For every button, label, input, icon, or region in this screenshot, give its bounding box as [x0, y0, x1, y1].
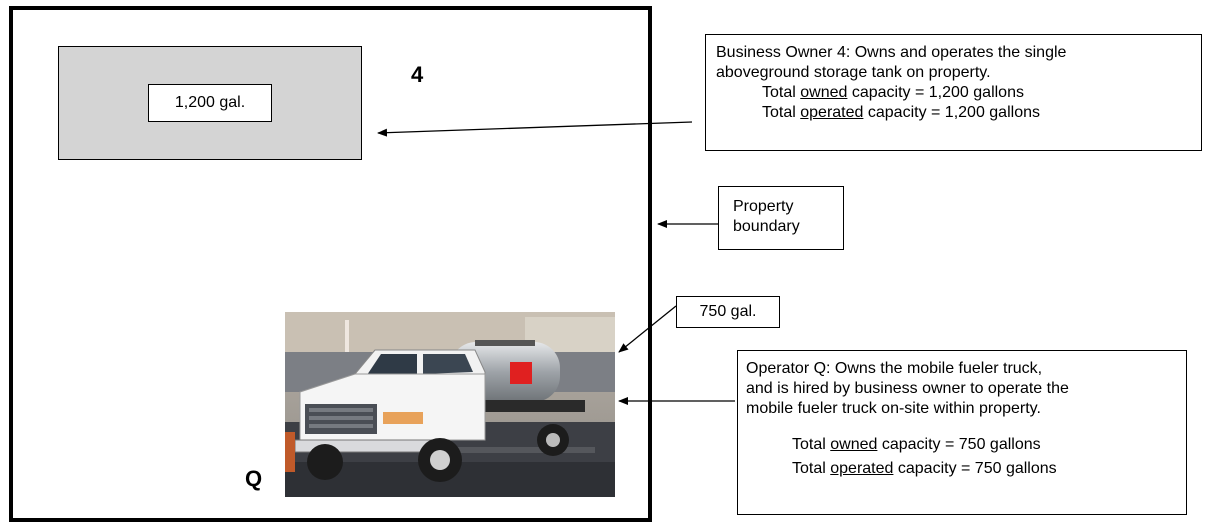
fueler-truck-photo: [285, 312, 615, 497]
operator-description-box: Operator Q: Owns the mobile fueler truck…: [737, 350, 1187, 515]
owner-operated-prefix: Total: [762, 104, 801, 121]
operator-operated-prefix: Total: [792, 460, 831, 477]
property-boundary-label: Property boundary: [718, 186, 844, 250]
owner-owned-word: owned: [800, 84, 848, 101]
operator-owned-word: owned: [830, 436, 878, 453]
operator-line-2: and is hired by business owner to operat…: [746, 380, 1069, 397]
operator-operated-suffix: capacity = 750 gallons: [893, 460, 1057, 477]
owner-operated-suffix: capacity = 1,200 gallons: [863, 104, 1040, 121]
owner-operated-word: operated: [800, 104, 864, 121]
operator-owned-capacity: Total owned capacity = 750 gallons: [746, 433, 1178, 457]
operator-line-1: Operator Q: Owns the mobile fueler truck…: [746, 360, 1043, 377]
owner-owned-suffix: capacity = 1,200 gallons: [847, 84, 1024, 101]
owner-letter: 4: [411, 62, 424, 87]
owner-description-box: Business Owner 4: Owns and operates the …: [705, 34, 1202, 151]
boundary-line-1: Property: [733, 198, 794, 215]
boundary-line-2: boundary: [733, 218, 800, 235]
truck-capacity-label: 750 gal.: [676, 296, 780, 328]
gal-to-truck-arrow: [618, 305, 677, 353]
owner-owned-capacity: Total owned capacity = 1,200 gallons: [716, 83, 1191, 103]
owner-owned-prefix: Total: [762, 84, 801, 101]
operator-owned-prefix: Total: [792, 436, 831, 453]
operator-letter: Q: [245, 466, 263, 491]
owner-line-2: aboveground storage tank on property.: [716, 64, 991, 81]
storage-tank: [58, 46, 362, 160]
tank-capacity-label: 1,200 gal.: [148, 84, 272, 122]
owner-operated-capacity: Total operated capacity = 1,200 gallons: [716, 103, 1191, 123]
owner-to-tank-arrow: [377, 121, 693, 137]
operator-operated-word: operated: [830, 460, 894, 477]
owner-line-1: Business Owner 4: Owns and operates the …: [716, 44, 1067, 61]
operator-owned-suffix: capacity = 750 gallons: [877, 436, 1041, 453]
operator-operated-capacity: Total operated capacity = 750 gallons: [746, 457, 1178, 481]
fueler-truck-illustration: [285, 312, 615, 497]
property-boundary: [9, 6, 652, 522]
operator-line-3: mobile fueler truck on-site within prope…: [746, 400, 1041, 417]
